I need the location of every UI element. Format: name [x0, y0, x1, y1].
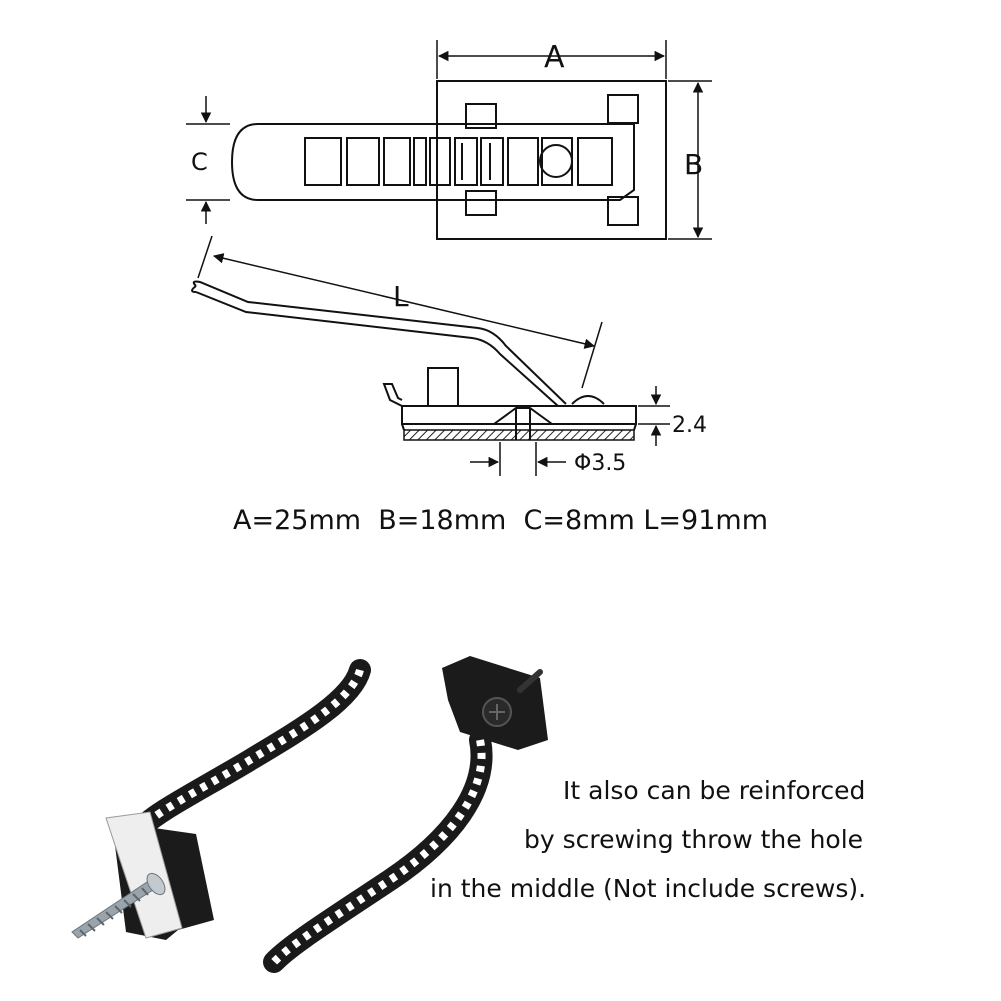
strap-slot: [413, 137, 427, 186]
dimension-l-line: [212, 253, 596, 349]
top-view-drawing: [186, 40, 712, 240]
adhesive-layer: [403, 429, 635, 441]
side-strap: [192, 280, 567, 405]
side-base: [401, 405, 637, 425]
base-tab: [465, 190, 497, 216]
label-b: B: [684, 148, 703, 181]
clip-photo-left: [71, 659, 371, 940]
base-tab: [607, 94, 639, 124]
strap-slot: [507, 137, 539, 186]
label-a: A: [544, 40, 565, 75]
label-thickness: 2.4: [672, 413, 707, 438]
base-tab: [607, 196, 639, 226]
strap-slot: [346, 137, 380, 186]
side-post: [427, 367, 459, 407]
clip-photo-right: [263, 656, 548, 973]
caption-line-3: in the middle (Not include screws).: [430, 874, 867, 903]
spec-b: B=18mm: [378, 505, 507, 536]
caption-line-1: It also can be reinforced: [563, 776, 866, 805]
screw: [71, 872, 166, 939]
strap-slot: [480, 137, 504, 186]
screw-hole: [539, 144, 573, 178]
strap-slot: [454, 137, 478, 186]
side-view-drawing: [191, 235, 670, 476]
strap-slot: [577, 137, 613, 186]
label-l: L: [393, 280, 409, 313]
caption-line-2: by screwing throw the hole: [524, 825, 864, 854]
strap-slot: [304, 137, 342, 186]
base-plate-outline: [436, 80, 667, 240]
label-c: C: [191, 148, 208, 176]
label-hole: Φ3.5: [574, 451, 626, 476]
strap-slot: [383, 137, 411, 186]
spec-l: L=91mm: [643, 505, 768, 536]
caption-text: It also can be reinforced by screwing th…: [420, 766, 980, 913]
spec-c: C=8mm: [523, 505, 635, 536]
spec-a: A=25mm: [233, 505, 362, 536]
dimension-specs: A=25mm B=18mm C=8mm L=91mm: [0, 505, 1001, 536]
strap-slot: [429, 137, 451, 186]
strap-outline: [230, 123, 635, 201]
base-tab: [465, 103, 497, 129]
